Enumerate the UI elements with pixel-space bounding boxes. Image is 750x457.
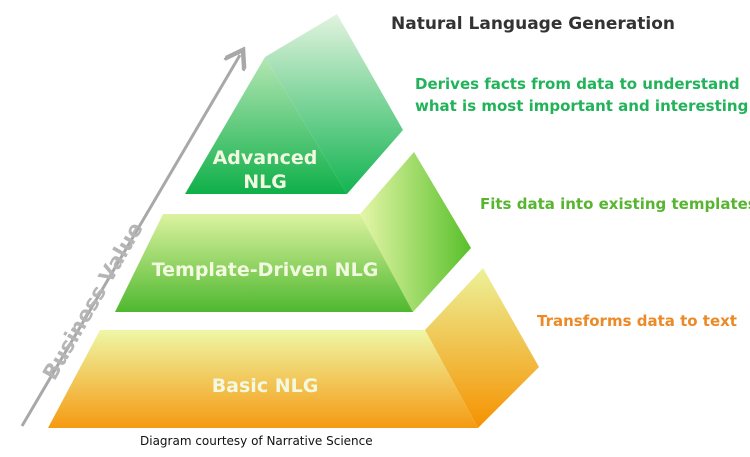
basic-description: Transforms data to text bbox=[537, 312, 737, 330]
advanced-tier-side bbox=[265, 14, 403, 194]
diagram-title: Natural Language Generation bbox=[391, 14, 676, 34]
template-tier-label: Template-Driven NLG bbox=[151, 259, 379, 281]
business-value-arrow bbox=[20, 55, 240, 427]
diagram-caption: Diagram courtesy of Narrative Science bbox=[140, 434, 373, 448]
basic-tier-side bbox=[425, 268, 539, 428]
advanced-description-line1: Derives facts from data to understand bbox=[415, 75, 740, 93]
template-tier-side bbox=[360, 152, 471, 312]
template-description: Fits data into existing templates bbox=[480, 195, 750, 213]
basic-tier-front bbox=[48, 330, 478, 428]
advanced-description-line2: what is most important and interesting bbox=[415, 97, 749, 115]
basic-tier-label: Basic NLG bbox=[211, 375, 319, 397]
advanced-label-line2: NLG bbox=[243, 171, 287, 193]
advanced-label-line1: Advanced bbox=[212, 147, 318, 169]
advanced-tier-front bbox=[185, 57, 347, 194]
advanced-description: Derives facts from data to understand wha… bbox=[415, 73, 748, 117]
template-tier-front bbox=[115, 214, 413, 312]
